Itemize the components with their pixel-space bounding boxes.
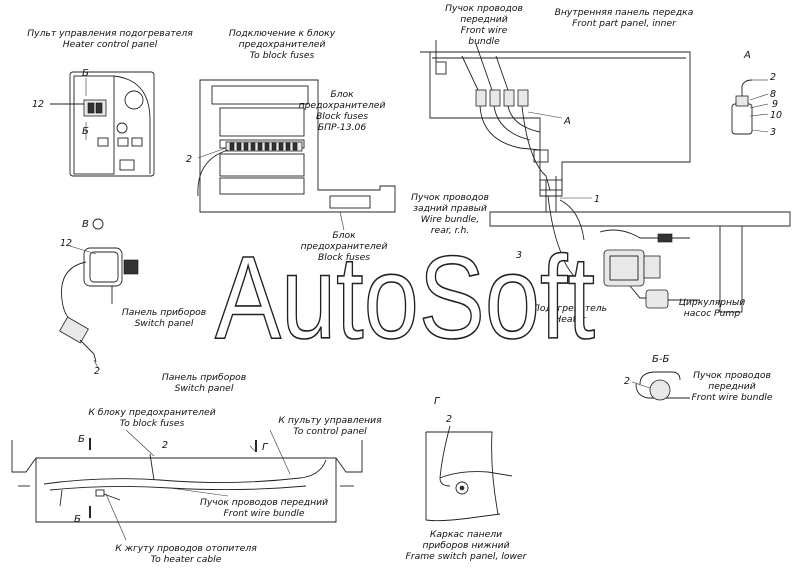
to-fuses-ru: К блоку предохранителей xyxy=(88,407,215,418)
callout-1: 1 xyxy=(594,194,600,205)
view-g-mark: Г xyxy=(262,442,269,453)
view-a-detail xyxy=(731,79,769,135)
callout-10: 10 xyxy=(770,110,782,121)
front-bundle-bottom-ru: Пучок проводов передний xyxy=(200,497,328,508)
block-fuses-2-ru-a: Блок xyxy=(332,230,356,241)
switch-panel-2-en: Switch panel xyxy=(175,383,234,394)
switch-panel-2-drawing xyxy=(11,429,363,541)
callout-3-mid: 3 xyxy=(516,250,522,261)
section-b-mark-1: Б xyxy=(78,434,85,445)
to-heater-cable-ru: К жгуту проводов отопителя xyxy=(115,543,257,554)
heater-control-panel-drawing xyxy=(50,71,155,177)
switch-panel-1-drawing xyxy=(59,247,139,369)
front-bundle-bb-1: Пучок проводов xyxy=(693,370,771,381)
view-g-title: Г xyxy=(434,396,441,407)
front-bundle-top-4: bundle xyxy=(468,36,500,47)
view-v-letter: В xyxy=(82,219,89,230)
heater-panel-label-en: Heater control panel xyxy=(63,39,158,50)
front-panel-drawing xyxy=(420,40,691,197)
block-fuses-2-en: Block fuses xyxy=(318,252,370,263)
switch-panel-2-ru: Панель приборов xyxy=(162,372,246,383)
section-bb-title: Б-Б xyxy=(652,354,669,365)
callout-2-bottom: 2 xyxy=(162,440,168,451)
view-b-letter-1: Б xyxy=(82,68,89,79)
frame-panel-3: Frame switch panel, lower xyxy=(406,551,528,562)
front-bundle-top-2: передний xyxy=(460,14,507,25)
callout-3-a: 3 xyxy=(770,127,776,138)
view-b-letter-2: Б xyxy=(82,126,89,137)
fuse-connect-label-1: Подключение к блоку xyxy=(229,28,336,39)
switch-panel-1-ru: Панель приборов xyxy=(122,307,206,318)
pump-en: насос Pump xyxy=(684,308,741,319)
callout-12-top: 12 xyxy=(32,99,44,110)
frame-panel-1: Каркас панели xyxy=(430,529,502,540)
to-fuses-en: To block fuses xyxy=(120,418,185,429)
callout-2-bb: 2 xyxy=(624,376,630,387)
heater-ru: Подогреватель xyxy=(533,303,607,314)
rear-bundle-1: Пучок проводов xyxy=(411,192,489,203)
callout-9: 9 xyxy=(772,99,778,110)
fuse-box-drawing xyxy=(197,79,396,213)
chassis-heater-drawing xyxy=(489,176,791,313)
block-fuses-2-ru-b: предохранителей xyxy=(301,241,388,252)
watermark: AutoSoft xyxy=(215,232,595,364)
rear-bundle-3: Wire bundle, xyxy=(421,214,479,225)
fuse-connect-label-3: To block fuses xyxy=(250,50,315,61)
block-fuses-1-ru-b: предохранителей xyxy=(299,100,386,111)
callout-2-mid: 2 xyxy=(94,366,100,377)
view-v-marker xyxy=(92,218,104,230)
view-a-title: А xyxy=(743,50,751,61)
heater-en: Heater xyxy=(554,314,586,325)
to-control-en: To control panel xyxy=(293,426,367,437)
pump-ru: Циркулярный xyxy=(679,297,745,308)
callout-12-mid: 12 xyxy=(60,238,72,249)
callout-2-g: 2 xyxy=(446,414,452,425)
block-fuses-1-ru-a: Блок xyxy=(330,89,354,100)
frame-panel-2: приборов нижний xyxy=(422,540,509,551)
front-bundle-top-3: Front wire xyxy=(461,25,508,36)
rear-bundle-4: rear, r.h. xyxy=(431,225,469,236)
section-b-mark-2: Б xyxy=(74,514,81,525)
callout-2-a: 2 xyxy=(770,72,776,83)
front-bundle-bottom-en: Front wire bundle xyxy=(224,508,305,519)
front-bundle-bb-3: Front wire bundle xyxy=(692,392,773,403)
callout-8: 8 xyxy=(770,89,776,100)
callout-2-fuse: 2 xyxy=(186,154,192,165)
front-part-panel-en: Front part panel, inner xyxy=(572,18,677,29)
view-g-drawing xyxy=(425,425,513,522)
to-heater-cable-en: To heater cable xyxy=(151,554,222,565)
fuse-connect-label-2: предохранителей xyxy=(239,39,326,50)
section-bb-drawing xyxy=(631,371,690,401)
to-control-ru: К пульту управления xyxy=(278,415,382,426)
switch-panel-1-en: Switch panel xyxy=(135,318,194,329)
front-bundle-top-1: Пучок проводов xyxy=(445,3,523,14)
view-a-mark: А xyxy=(563,116,571,127)
block-fuses-1-en: Block fuses xyxy=(316,111,368,122)
fuse-row xyxy=(229,142,298,151)
block-fuses-1-model: БПР-13.06 xyxy=(318,122,367,133)
front-bundle-bb-2: передний xyxy=(708,381,755,392)
heater-panel-label-ru: Пульт управления подогревателя xyxy=(27,28,193,39)
rear-bundle-2: задний правый xyxy=(413,203,487,214)
front-part-panel-ru: Внутренняя панель передка xyxy=(555,7,694,18)
